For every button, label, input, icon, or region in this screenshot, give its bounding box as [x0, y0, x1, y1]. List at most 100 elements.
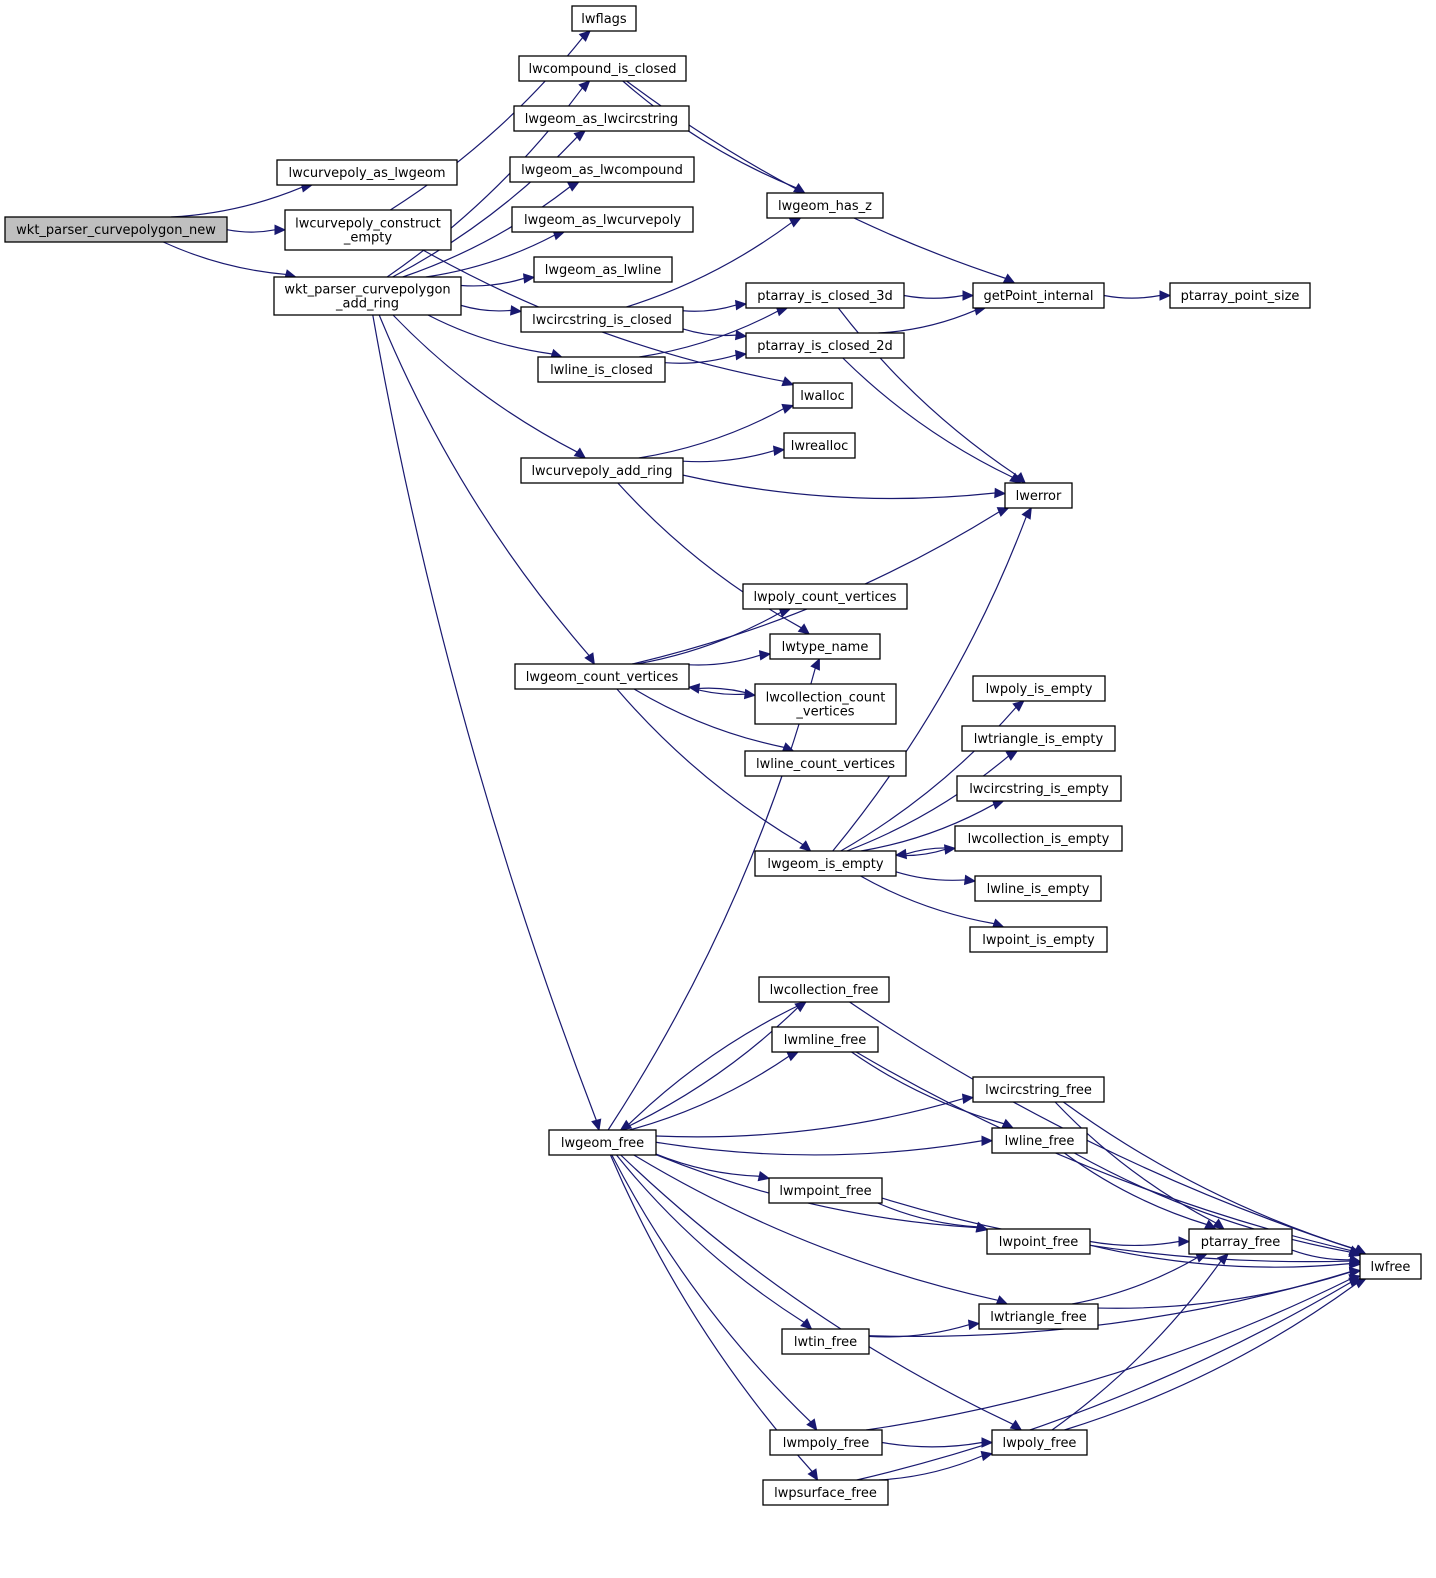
node-box[interactable]: [792, 382, 853, 409]
node-box[interactable]: [762, 1479, 889, 1506]
node-box[interactable]: [754, 683, 897, 725]
function-node[interactable]: lwcircstring_is_closed: [520, 306, 684, 333]
node-box[interactable]: [276, 159, 458, 186]
function-node[interactable]: lwerror: [1004, 482, 1073, 509]
node-box[interactable]: [520, 306, 684, 333]
function-node[interactable]: lwline_count_vertices: [744, 750, 907, 777]
function-node[interactable]: lwtriangle_is_empty: [961, 725, 1116, 752]
node-box[interactable]: [991, 1127, 1088, 1154]
function-node[interactable]: lwpsurface_free: [762, 1479, 889, 1506]
node-box[interactable]: [4, 216, 228, 243]
node-label: lwgeom_count_vertices: [526, 670, 679, 685]
function-node[interactable]: lwpoly_is_empty: [972, 675, 1106, 702]
function-node[interactable]: lwline_is_closed: [537, 356, 666, 383]
arrowhead-icon: [961, 1093, 975, 1104]
node-box[interactable]: [769, 633, 881, 660]
node-box[interactable]: [742, 583, 908, 610]
node-box[interactable]: [783, 432, 856, 459]
node-box[interactable]: [745, 282, 905, 309]
function-node[interactable]: lwflags: [571, 5, 637, 32]
node-box[interactable]: [771, 1026, 879, 1053]
function-node[interactable]: lwpoly_free: [991, 1429, 1088, 1456]
function-node[interactable]: wkt_parser_curvepolygon_add_ring: [273, 276, 462, 316]
function-node[interactable]: lwgeom_as_lwline: [533, 256, 673, 283]
function-node[interactable]: lwgeom_is_empty: [754, 850, 897, 877]
node-box[interactable]: [518, 55, 687, 82]
edge-circ_closed-to-pa_closed_3d: [682, 299, 748, 312]
function-node[interactable]: getPoint_internal: [972, 282, 1105, 309]
node-box[interactable]: [1188, 1228, 1293, 1255]
node-box[interactable]: [514, 663, 690, 690]
function-node[interactable]: ptarray_is_closed_3d: [745, 282, 905, 309]
node-box[interactable]: [768, 1177, 883, 1204]
function-node[interactable]: lwtin_free: [781, 1328, 870, 1355]
function-node[interactable]: lwcircstring_free: [972, 1076, 1105, 1103]
function-node[interactable]: lwgeom_as_lwcircstring: [513, 105, 690, 132]
root-function-node[interactable]: wkt_parser_curvepolygon_new: [4, 216, 228, 243]
function-node[interactable]: lwcollection_is_empty: [954, 825, 1123, 852]
function-node[interactable]: lwmline_free: [771, 1026, 879, 1053]
node-box[interactable]: [744, 750, 907, 777]
function-node[interactable]: lwrealloc: [783, 432, 856, 459]
node-box[interactable]: [969, 926, 1108, 953]
function-node[interactable]: lwmpoint_free: [768, 1177, 883, 1204]
function-node[interactable]: lwline_is_empty: [974, 875, 1102, 902]
node-box[interactable]: [758, 976, 890, 1003]
node-box[interactable]: [509, 156, 695, 183]
node-box[interactable]: [511, 206, 694, 233]
function-node[interactable]: lwgeom_count_vertices: [514, 663, 690, 690]
node-box[interactable]: [766, 192, 884, 219]
function-node[interactable]: lwcollection_free: [758, 976, 890, 1003]
node-box[interactable]: [986, 1228, 1091, 1255]
function-node[interactable]: lwcircstring_is_empty: [956, 775, 1122, 802]
function-node[interactable]: lwtriangle_free: [978, 1303, 1099, 1330]
node-box[interactable]: [548, 1129, 657, 1156]
function-node[interactable]: lwgeom_free: [548, 1129, 657, 1156]
node-box[interactable]: [956, 775, 1122, 802]
function-node[interactable]: lwmpoly_free: [769, 1429, 883, 1456]
function-node[interactable]: lwpoint_free: [986, 1228, 1091, 1255]
node-box[interactable]: [972, 675, 1106, 702]
node-box[interactable]: [533, 256, 673, 283]
function-node[interactable]: lwline_free: [991, 1127, 1088, 1154]
function-node[interactable]: lwpoly_count_vertices: [742, 583, 908, 610]
arrowhead-icon: [1212, 1218, 1225, 1230]
function-node[interactable]: lwcurvepoly_add_ring: [520, 457, 684, 484]
node-box[interactable]: [781, 1328, 870, 1355]
function-node[interactable]: lwcompound_is_closed: [518, 55, 687, 82]
function-node[interactable]: lwgeom_as_lwcompound: [509, 156, 695, 183]
node-box[interactable]: [972, 1076, 1105, 1103]
node-box[interactable]: [745, 332, 905, 359]
node-box[interactable]: [978, 1303, 1099, 1330]
function-node[interactable]: lwfree: [1359, 1253, 1422, 1280]
node-box[interactable]: [520, 457, 684, 484]
function-node[interactable]: lwgeom_has_z: [766, 192, 884, 219]
node-box[interactable]: [769, 1429, 883, 1456]
arrowhead-icon: [810, 657, 820, 671]
node-box[interactable]: [571, 5, 637, 32]
node-box[interactable]: [974, 875, 1102, 902]
node-box[interactable]: [954, 825, 1123, 852]
function-node[interactable]: ptarray_point_size: [1169, 282, 1311, 309]
node-box[interactable]: [273, 276, 462, 316]
function-node[interactable]: lwalloc: [792, 382, 853, 409]
function-node[interactable]: ptarray_free: [1188, 1228, 1293, 1255]
function-node[interactable]: lwcurvepoly_construct_empty: [284, 209, 452, 251]
node-box[interactable]: [1359, 1253, 1422, 1280]
function-node[interactable]: lwcurvepoly_as_lwgeom: [276, 159, 458, 186]
node-box[interactable]: [513, 105, 690, 132]
function-node[interactable]: lwgeom_as_lwcurvepoly: [511, 206, 694, 233]
edge-line: [163, 241, 287, 276]
function-node[interactable]: lwtype_name: [769, 633, 881, 660]
node-box[interactable]: [991, 1429, 1088, 1456]
node-box[interactable]: [1169, 282, 1311, 309]
node-box[interactable]: [1004, 482, 1073, 509]
node-box[interactable]: [754, 850, 897, 877]
node-box[interactable]: [537, 356, 666, 383]
node-box[interactable]: [284, 209, 452, 251]
node-box[interactable]: [972, 282, 1105, 309]
function-node[interactable]: lwpoint_is_empty: [969, 926, 1108, 953]
function-node[interactable]: ptarray_is_closed_2d: [745, 332, 905, 359]
node-box[interactable]: [961, 725, 1116, 752]
function-node[interactable]: lwcollection_count_vertices: [754, 683, 897, 725]
